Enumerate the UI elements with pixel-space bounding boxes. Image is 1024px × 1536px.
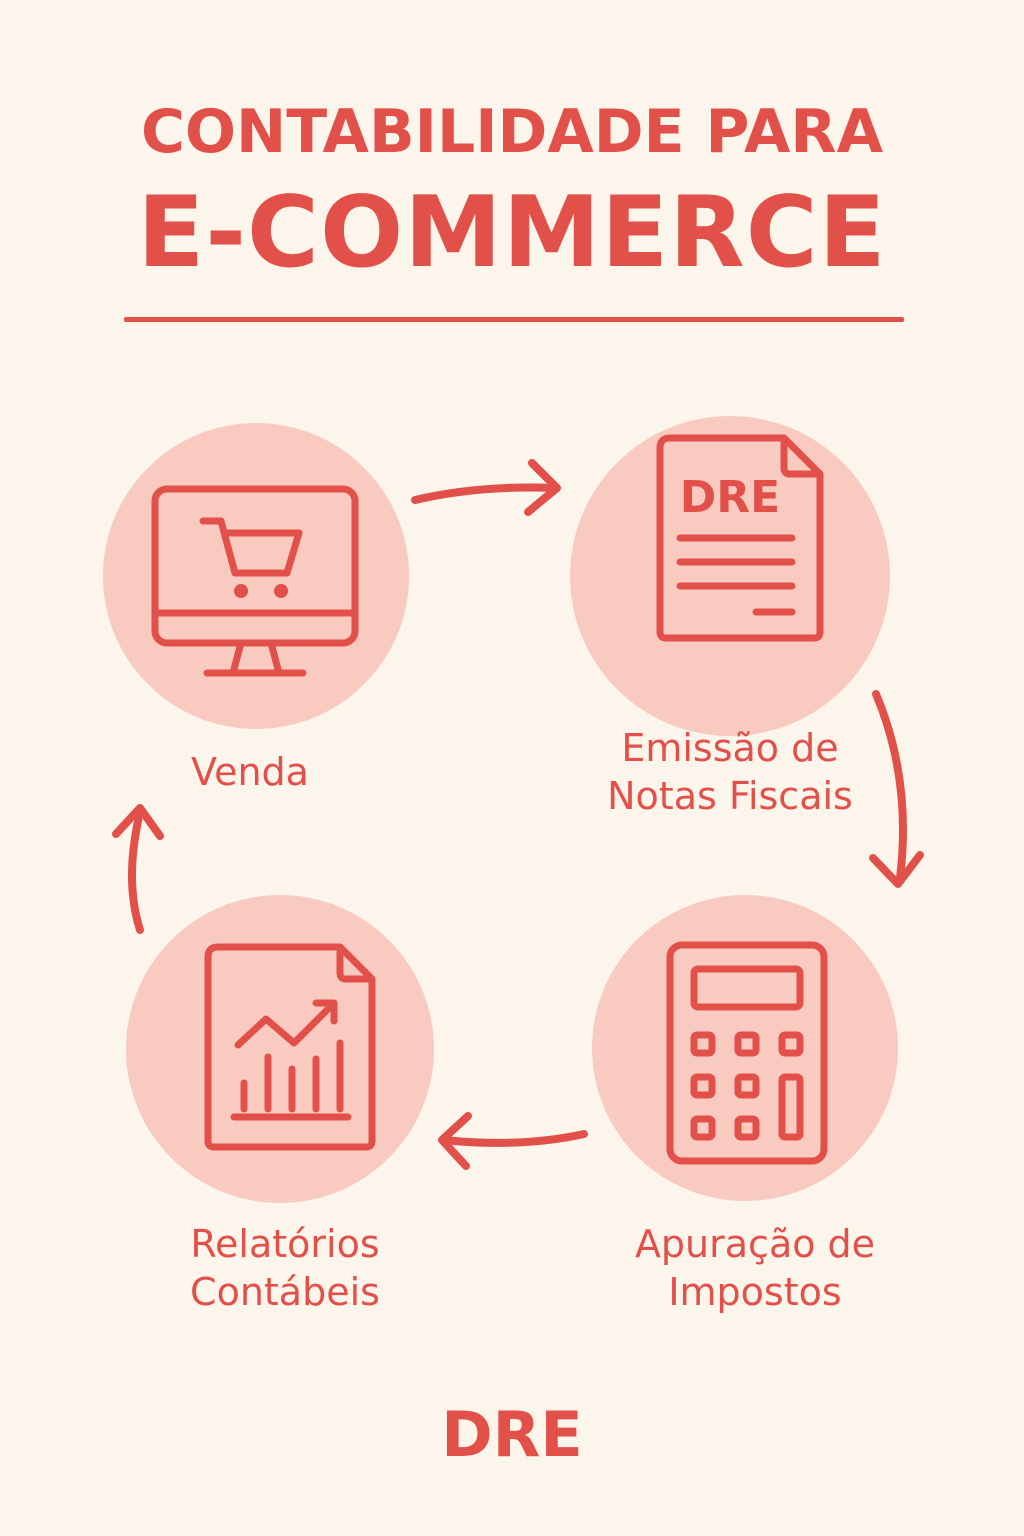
arrow-venda-to-emissao (411, 483, 559, 504)
dre-icon-label: DRE (680, 472, 780, 523)
step-label-venda: Venda (191, 750, 309, 794)
arrow-venda-to-emissao-head (524, 459, 561, 516)
title-line-1: CONTABILIDADE PARA (140, 97, 884, 167)
arrow-apuracao-to-relatorios (440, 1130, 588, 1147)
step-circle-apuracao (592, 895, 898, 1201)
step-circle-relatorios (126, 895, 434, 1203)
report-chart-icon (204, 943, 376, 1151)
calculator-icon (666, 941, 828, 1165)
step-label-emissao: Emissão de Notas Fiscais (607, 726, 853, 818)
arrow-apuracao-to-relatorios-head (438, 1112, 472, 1170)
step-label-apuracao: Apuração de Impostos (634, 1222, 876, 1314)
step-circle-emissao: DRE (570, 416, 890, 736)
step-label-relatorios: Relatórios Contábeis (190, 1222, 380, 1314)
shopping-cart-monitor-icon (151, 485, 359, 677)
arrow-relatorios-to-venda (128, 808, 144, 934)
step-circle-venda (103, 423, 409, 729)
title-line-2: E-COMMERCE (137, 176, 887, 290)
arrow-emissao-to-apuracao (872, 690, 907, 882)
arrow-relatorios-to-venda-head (112, 804, 164, 840)
title-divider (124, 317, 904, 322)
dre-document-icon: DRE (656, 434, 824, 642)
footer-dre: DRE (441, 1398, 583, 1471)
arrow-emissao-to-apuracao-head (869, 851, 924, 888)
